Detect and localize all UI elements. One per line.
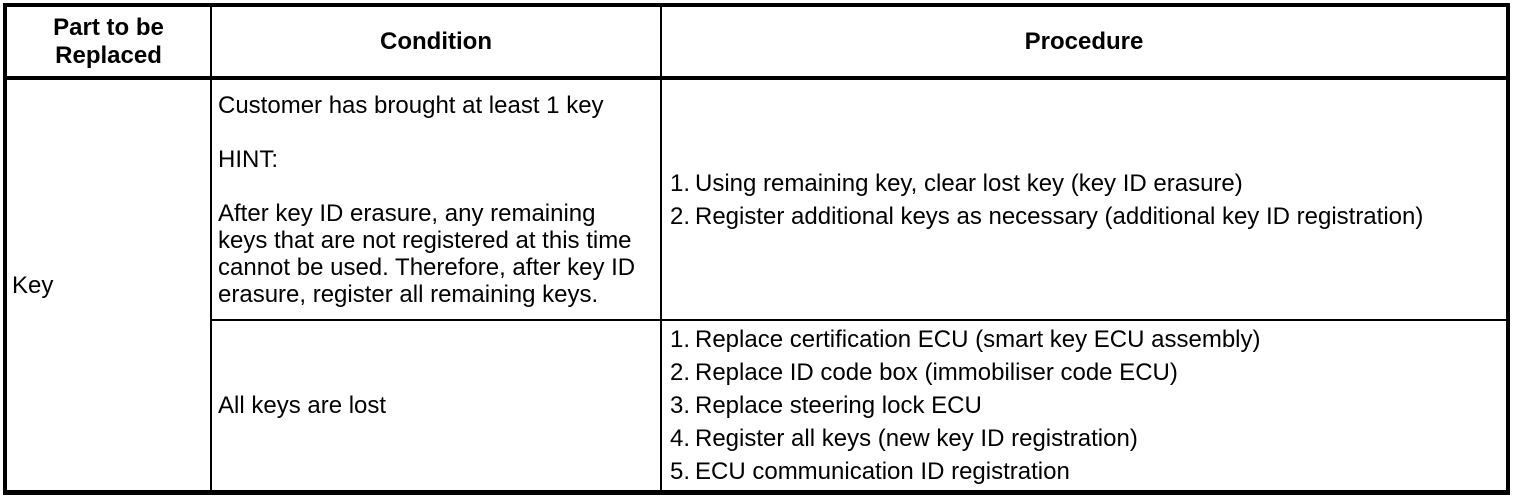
condition-intro: Customer has brought at least 1 key (218, 91, 604, 119)
hint-text: After key ID erasure, any remaining keys… (218, 200, 636, 308)
condition-intro: All keys are lost (218, 392, 387, 419)
parts-replacement-table: Part to be Replaced Condition Procedure … (3, 3, 1510, 495)
procedure-step: 3. Replace steering lock ECU (670, 389, 1506, 422)
procedure-step: 2. Register additional keys as necessary… (670, 200, 1506, 233)
hint-line: keys that are not registered at this tim… (218, 226, 632, 254)
hint-label: HINT: (218, 145, 278, 173)
procedure-cell-all-keys-lost: 1. Replace certification ECU (smart key … (662, 321, 1506, 490)
procedure-step: 1. Using remaining key, clear lost key (… (670, 167, 1506, 200)
hint-line: cannot be used. Therefore, after key ID (218, 253, 636, 281)
col-header-procedure-label: Procedure (1024, 27, 1144, 55)
step-number: 1. (670, 169, 691, 197)
step-text: ECU communication ID registration (695, 458, 1070, 485)
step-text: Replace certification ECU (smart key ECU… (695, 326, 1261, 353)
step-number: 3. (670, 392, 691, 419)
procedure-step: 5. ECU communication ID registration (670, 455, 1506, 488)
col-header-condition: Condition (212, 7, 662, 80)
col-header-condition-label: Condition (380, 27, 492, 55)
step-text: Replace ID code box (immobiliser code EC… (695, 359, 1178, 386)
part-name: Key (12, 271, 54, 299)
procedure-step: 2. Replace ID code box (immobiliser code… (670, 356, 1506, 389)
step-text: Replace steering lock ECU (695, 392, 982, 419)
step-number: 4. (670, 425, 691, 452)
col-header-procedure: Procedure (662, 7, 1506, 80)
hint-line: erasure, register all remaining keys. (218, 280, 599, 308)
step-text: Register additional keys as necessary (a… (695, 202, 1424, 230)
step-number: 2. (670, 359, 691, 386)
hint-line: After key ID erasure, any remaining (218, 199, 596, 227)
step-text: Using remaining key, clear lost key (key… (695, 169, 1243, 197)
step-text: Register all keys (new key ID registrati… (695, 425, 1138, 452)
col-header-part: Part to be Replaced (7, 7, 212, 80)
procedure-step: 1. Replace certification ECU (smart key … (670, 323, 1506, 356)
part-cell: Key (7, 80, 212, 490)
procedure-step: 4. Register all keys (new key ID registr… (670, 422, 1506, 455)
step-number: 1. (670, 326, 691, 353)
step-number: 5. (670, 458, 691, 485)
procedure-cell-keys-brought: 1. Using remaining key, clear lost key (… (662, 80, 1506, 321)
col-header-part-label: Part to be Replaced (53, 13, 164, 69)
step-number: 2. (670, 202, 691, 230)
condition-cell-all-keys-lost: All keys are lost (212, 321, 662, 490)
condition-cell-keys-brought: Customer has brought at least 1 key HINT… (212, 80, 662, 321)
